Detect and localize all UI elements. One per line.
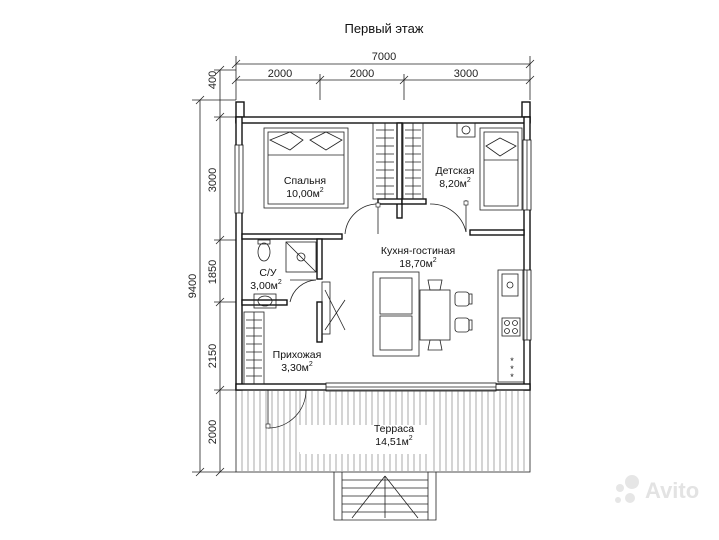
- terrace-name: Терраса: [374, 423, 414, 435]
- avito-watermark: Avito: [615, 475, 699, 503]
- kitchen-living-area: 18,70м2: [399, 257, 437, 270]
- hall-area: 3,30м2: [281, 361, 313, 374]
- dim-top-seg-1: 2000: [268, 68, 292, 80]
- bathroom: С/У 3,00м2: [250, 239, 317, 309]
- top-dimensions: 7000 2000 2000 3000: [231, 51, 535, 100]
- bathroom-area: 3,00м2: [250, 279, 282, 292]
- left-dimensions: 9400 400 3000 1850 2150 2000: [187, 65, 236, 477]
- terrace: Терраса 14,51м2: [235, 389, 531, 473]
- svg-text:*: *: [510, 356, 514, 366]
- bedroom-area: 10,00м2: [286, 187, 324, 200]
- dim-width-total: 7000: [372, 51, 396, 63]
- dim-left-seg-5: 2000: [207, 420, 219, 444]
- bathroom-name: С/У: [259, 267, 277, 279]
- dim-top-seg-3: 3000: [454, 68, 478, 80]
- terrace-area: 14,51м2: [375, 435, 413, 448]
- kids-room: Детская 8,20м2: [402, 122, 523, 233]
- dim-left-seg-3: 1850: [207, 260, 219, 284]
- watermark-text: Avito: [645, 478, 699, 503]
- interior-walls: [241, 122, 525, 343]
- kitchen-living-name: Кухня-гостиная: [381, 245, 455, 257]
- entrance-steps: [333, 472, 437, 521]
- plan-title: Первый этаж: [344, 21, 423, 36]
- kitchen-living: * * * Кухня-гостиная 18,70м2: [372, 245, 525, 383]
- svg-text:*: *: [510, 364, 514, 374]
- windows: [234, 139, 532, 392]
- bedroom: Спальня 10,00м2: [263, 122, 398, 235]
- kids-room-area: 8,20м2: [439, 177, 471, 190]
- svg-text:*: *: [510, 372, 514, 382]
- dim-top-seg-2: 2000: [350, 68, 374, 80]
- terrace-deck-boards: [241, 391, 525, 471]
- hall-name: Прихожая: [273, 349, 322, 361]
- dim-left-seg-4: 2150: [207, 344, 219, 368]
- kids-room-name: Детская: [436, 165, 475, 177]
- dim-left-seg-1: 400: [207, 71, 219, 89]
- dim-left-seg-2: 3000: [207, 168, 219, 192]
- hall: Прихожая 3,30м2: [243, 281, 346, 385]
- dim-height-total: 9400: [187, 274, 199, 298]
- bedroom-name: Спальня: [284, 175, 326, 187]
